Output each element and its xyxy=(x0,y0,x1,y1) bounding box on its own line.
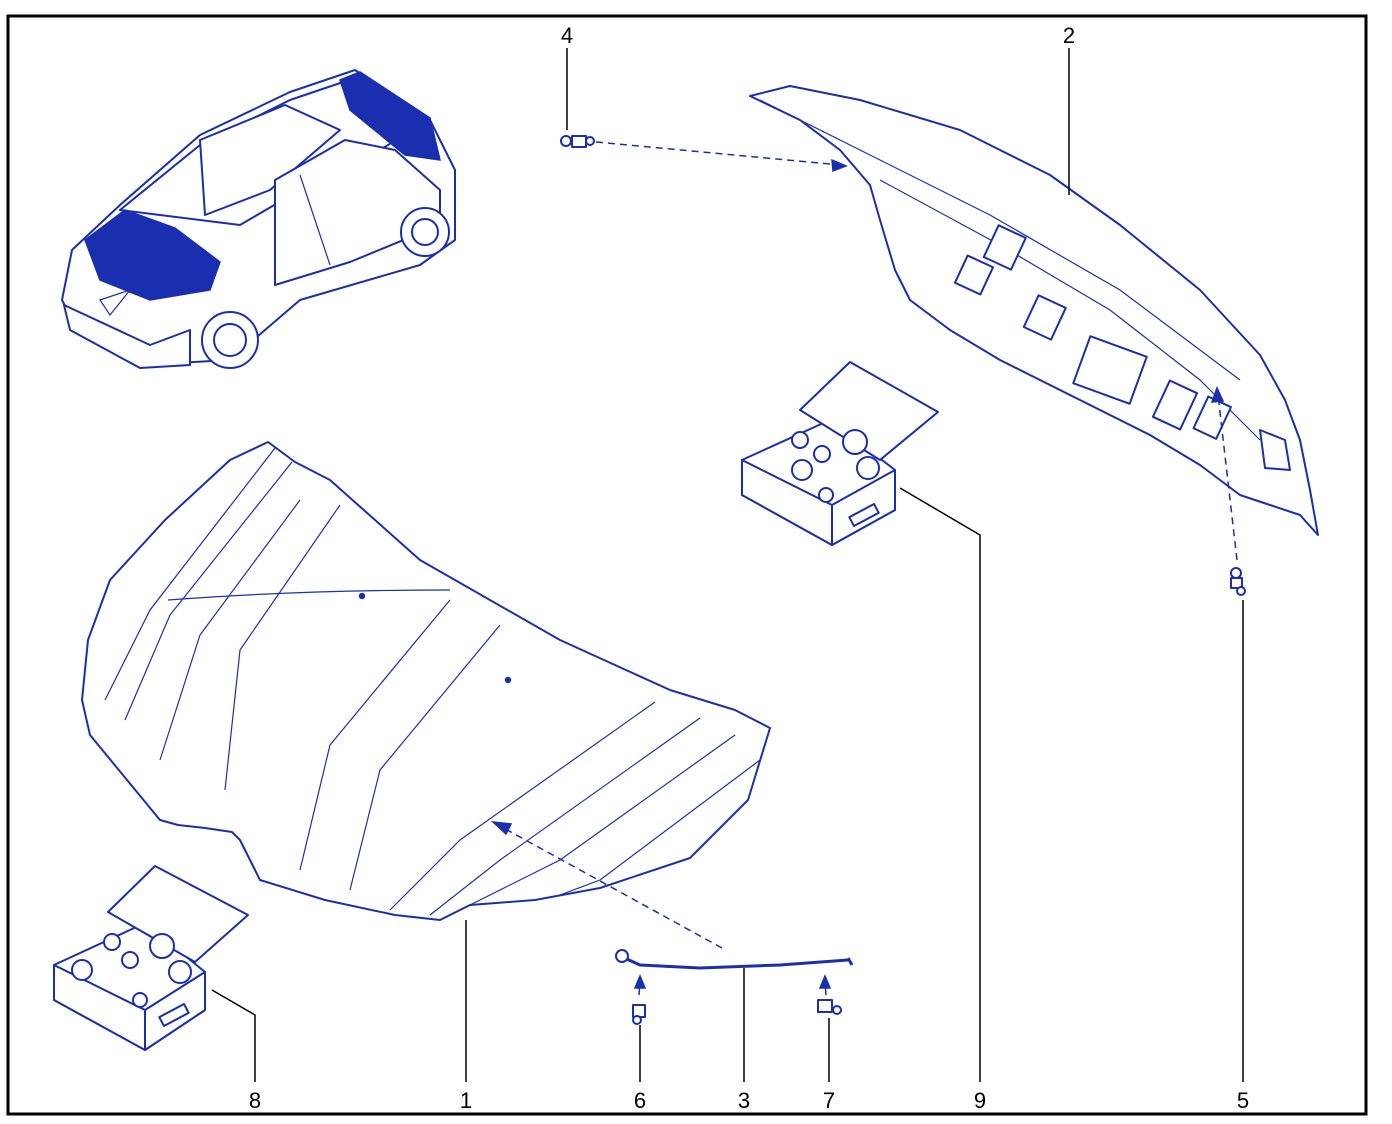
hood-panel xyxy=(81,441,771,921)
callout-1: 1 xyxy=(460,1088,472,1113)
fastener-kit-box-9 xyxy=(741,361,939,546)
leader-lines xyxy=(211,48,1244,1082)
callout-4: 4 xyxy=(561,23,573,48)
diagram-frame xyxy=(6,14,1368,1116)
callout-3: 3 xyxy=(738,1088,750,1113)
callout-7: 7 xyxy=(823,1088,835,1113)
callout-5: 5 xyxy=(1237,1088,1249,1113)
vehicle-locator-illustration xyxy=(61,69,456,369)
hood-insulation-panel xyxy=(749,85,1319,536)
assembly-direction-lines xyxy=(490,141,1238,996)
fastener-kit-box-8 xyxy=(53,865,249,1051)
clip-6 xyxy=(632,1004,646,1025)
callout-9: 9 xyxy=(974,1088,986,1113)
clip-4 xyxy=(560,135,595,148)
hood-stay-rod xyxy=(615,949,854,970)
callout-6: 6 xyxy=(634,1088,646,1113)
callout-2: 2 xyxy=(1063,23,1075,48)
clip-7 xyxy=(817,999,842,1015)
clip-5 xyxy=(1230,567,1246,596)
callout-8: 8 xyxy=(249,1088,261,1113)
